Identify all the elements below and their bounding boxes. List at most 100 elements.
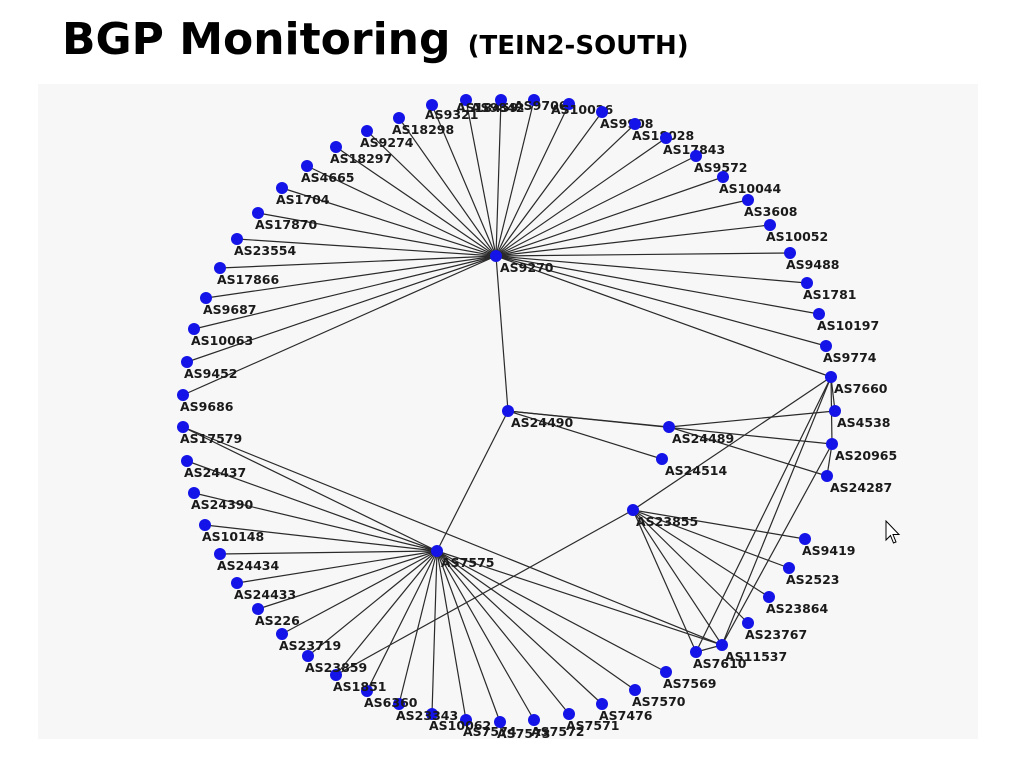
node-marker (742, 194, 754, 206)
node-label: AS24390 (191, 497, 253, 512)
edge-as9270-as17866 (219, 255, 497, 269)
node-label: AS10062 (429, 718, 491, 733)
node-label: AS9419 (802, 543, 855, 558)
node-label: AS3608 (744, 204, 797, 219)
node-label: AS7574 (463, 724, 517, 739)
edge-as9270-as9774 (495, 255, 827, 347)
node-marker (690, 646, 702, 658)
node-label: AS7573 (497, 726, 550, 739)
edge-as9270-as10197 (495, 255, 820, 315)
edge-as9270-as10026 (495, 103, 570, 257)
node-as17870: AS17870 (252, 207, 317, 232)
node-label: AS7476 (599, 708, 653, 723)
node-as10197: AS10197 (813, 308, 879, 333)
node-marker (460, 94, 472, 106)
node-as10052: AS10052 (764, 219, 828, 244)
node-as9908: AS9908 (596, 106, 653, 131)
edge-as9270-as1704 (281, 187, 497, 257)
edge-as7660-as23855 (632, 376, 832, 511)
edge-as7575-as23859 (307, 550, 438, 657)
edge-as17579-as11537 (182, 426, 723, 646)
node-as9706: AS9706 (514, 94, 568, 113)
edge-as7575-as7476 (436, 550, 603, 705)
node-marker (231, 577, 243, 589)
node-as17866: AS17866 (214, 262, 279, 287)
edge-as23855-as7610 (632, 509, 697, 653)
node-marker (764, 219, 776, 231)
node-as17843: AS17843 (660, 132, 725, 157)
node-label: AS24287 (830, 480, 892, 495)
node-as10063: AS10063 (188, 323, 253, 348)
edge-as7575-as7571 (436, 550, 570, 715)
edge-as7575-as24433 (236, 550, 438, 584)
edge-as9270-as17843 (495, 137, 667, 257)
node-marker (361, 125, 373, 137)
node-label: AS24514 (665, 463, 727, 478)
edge-as9270-as9908 (495, 111, 603, 257)
edge-as7575-as10062 (431, 550, 438, 715)
node-label: AS226 (255, 613, 300, 628)
edge-as11537-as20965 (721, 443, 833, 646)
edge-as9270-as10052 (495, 224, 771, 257)
node-marker (252, 207, 264, 219)
edge-as9270-as24490 (495, 255, 509, 412)
node-marker (528, 714, 540, 726)
node-marker (821, 470, 833, 482)
edge-as9270-as10044 (495, 176, 724, 257)
node-marker (301, 160, 313, 172)
node-marker (177, 389, 189, 401)
node-marker (596, 106, 608, 118)
node-as7570: AS7570 (629, 684, 686, 709)
node-marker (361, 685, 373, 697)
node-as10148: AS10148 (199, 519, 264, 544)
edge-as7575-as10148 (204, 524, 438, 552)
node-marker (784, 247, 796, 259)
edge-as7575-as7573 (436, 550, 501, 723)
node-marker (252, 603, 264, 615)
edge-as9270-as9842 (495, 99, 502, 257)
edge-as9270-as9488 (495, 252, 791, 257)
node-label: AS23343 (396, 708, 458, 723)
node-as7476: AS7476 (596, 698, 653, 723)
node-as23855: AS23855 (627, 504, 698, 529)
node-label: AS17866 (217, 272, 279, 287)
node-as24434: AS24434 (214, 548, 279, 573)
edge-as9270-as18459 (465, 99, 497, 257)
node-as23719: AS23719 (276, 628, 341, 653)
node-label: AS17579 (180, 431, 242, 446)
node-marker (829, 405, 841, 417)
node-label: AS24490 (511, 415, 573, 430)
node-as7575: AS7575 (431, 545, 494, 570)
node-marker (663, 421, 675, 433)
node-marker (426, 708, 438, 720)
node-marker (826, 438, 838, 450)
node-marker (813, 308, 825, 320)
node-as9687: AS9687 (200, 292, 256, 317)
node-as7573: AS7573 (494, 716, 550, 739)
node-layer: AS9270AS24490AS7575AS23855AS7660AS11537A… (177, 94, 897, 739)
edge-as24490-as24514 (507, 410, 663, 460)
node-marker (528, 94, 540, 106)
node-as20965: AS20965 (826, 438, 897, 463)
edge-as7575-as24434 (219, 550, 438, 555)
node-as9452: AS9452 (181, 356, 237, 381)
node-as4538: AS4538 (829, 405, 890, 430)
node-as24489: AS24489 (663, 421, 734, 446)
edge-as7575-as6360 (366, 550, 438, 692)
node-label: AS6360 (364, 695, 418, 710)
node-as9686: AS9686 (177, 389, 234, 414)
node-marker (660, 132, 672, 144)
node-label: AS7571 (566, 718, 619, 733)
edge-as7575-as1851 (335, 550, 438, 676)
edge-as23855-as23767 (632, 509, 749, 624)
node-label: AS1704 (276, 192, 330, 207)
node-marker (825, 371, 837, 383)
node-marker (214, 548, 226, 560)
node-as24287: AS24287 (821, 470, 892, 495)
node-marker (276, 628, 288, 640)
node-label: AS9572 (694, 160, 747, 175)
edge-as9270-as9321 (431, 104, 497, 257)
edge-as7575-as7569 (436, 550, 667, 673)
edge-as9270-as9687 (205, 255, 497, 299)
node-as18298: AS18298 (392, 112, 454, 137)
